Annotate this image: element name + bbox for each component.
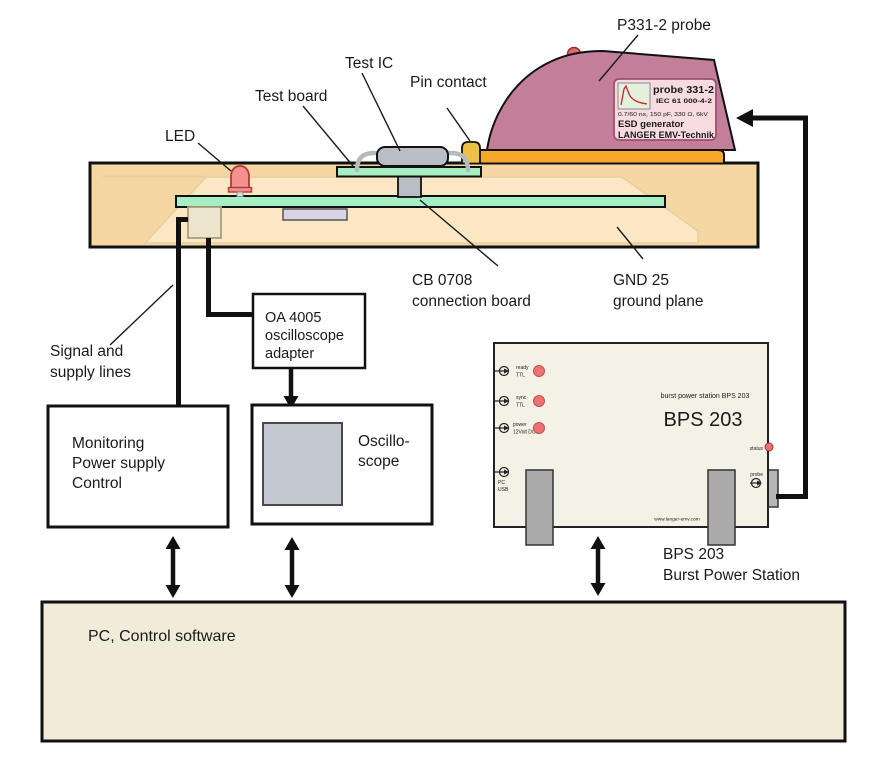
bps-probe-connector [767, 469, 779, 508]
test-board-leader-line [302, 105, 354, 167]
pc-box [40, 600, 847, 743]
probe-plate-standard: IEC 61 000-4-2 [656, 98, 712, 105]
pc-label: PC, Control software [88, 628, 236, 645]
led-callout: LED [165, 128, 195, 145]
probe-plate-type: ESD generator [618, 119, 684, 130]
signal-lines-callout: Signal and [50, 343, 123, 360]
pin-contact-leader-line [446, 107, 471, 142]
adapter-label: adapter [265, 346, 314, 362]
pulse-curve [620, 84, 648, 106]
cb0708-leader-line [419, 199, 499, 267]
led-flange [227, 186, 253, 193]
probe-cable [751, 115, 808, 499]
led-indicator [533, 365, 545, 377]
bps-title: BPS 203 [664, 409, 743, 431]
ground-plane-inner-bevel [143, 176, 699, 244]
probe-callout: P331-2 probe [617, 17, 711, 34]
port-label: power [513, 422, 527, 428]
wire-to-adapter [206, 238, 253, 317]
port-label: TTL [516, 403, 525, 409]
led-leader-line [197, 142, 232, 172]
cb0708-callout: connection board [412, 293, 531, 310]
probe-cable-arrowhead [736, 109, 753, 127]
led-indicator [533, 422, 545, 434]
gnd25-callout: GND 25 [613, 272, 669, 289]
bps-foot-right [707, 469, 736, 546]
status-led [764, 442, 774, 452]
oscilloscope-label: scope [358, 453, 399, 470]
pin-contact-callout: Pin contact [410, 74, 487, 91]
led-indicator [533, 395, 545, 407]
port-label: USB [498, 487, 509, 493]
probe-plate-title: probe 331-2 [653, 84, 714, 96]
probe-base [473, 149, 725, 165]
bps-port-pc-usb: PC USB [494, 466, 510, 493]
bps-probe-port-icon [750, 477, 762, 489]
arrow-oscilloscope-pc [284, 537, 300, 598]
bps-status-label: status [750, 446, 764, 452]
monitoring-label: Power supply [72, 455, 165, 472]
bps-subtitle: burst power station BPS 203 [661, 393, 750, 400]
oscilloscope-screen [262, 422, 343, 506]
wire-to-monitoring [176, 217, 188, 406]
bps-port-sync: sync TTL [494, 395, 545, 409]
adapter-label: oscilloscope [265, 328, 344, 344]
arrow-monitoring-pc [165, 536, 181, 598]
bps-port-power: power 12Volt DC [494, 422, 545, 436]
gnd25-leader-line [616, 226, 644, 260]
monitoring-label: Monitoring [72, 435, 144, 452]
led-component [230, 165, 250, 190]
bps-foot-left [525, 469, 554, 546]
test-board-callout: Test board [255, 88, 327, 105]
led-pin [236, 191, 244, 197]
test-ic-leader-line [361, 72, 401, 152]
cb0708-callout: CB 0708 [412, 272, 472, 289]
signal-lines-leader-line [109, 284, 174, 346]
port-label: ready [516, 365, 529, 371]
probe-plate-specs: 0.7/60 ns, 150 pF, 330 Ω, 6kV [618, 112, 708, 118]
monitoring-label: Control [72, 475, 122, 492]
port-label: PC [498, 480, 505, 486]
test-ic-callout: Test IC [345, 55, 393, 72]
smd-component [282, 208, 348, 221]
test-ic-component [376, 146, 449, 167]
bps-probe-port-label: probe [750, 472, 763, 478]
ic-lead-left [354, 150, 388, 173]
gnd25-callout: ground plane [613, 293, 704, 310]
bps-callout: BPS 203 [663, 546, 724, 563]
arrow-bps-pc [590, 536, 606, 596]
port-label: 12Volt DC [513, 430, 536, 436]
bps-website: www.langer-emv.com [654, 517, 700, 523]
monitoring-box [46, 404, 230, 529]
oscilloscope-adapter-box [251, 292, 367, 370]
bps-port-ready: ready TTL [494, 365, 545, 379]
probe-plate-brand: LANGER EMV-Technik [618, 130, 715, 141]
bps-callout: Burst Power Station [663, 567, 800, 584]
port-label: TTL [516, 373, 525, 379]
ic-lead-right [437, 150, 471, 173]
adapter-label: OA 4005 [265, 310, 321, 326]
board-spacer [397, 174, 422, 198]
port-label: sync [516, 395, 527, 401]
board-connector [187, 206, 222, 239]
probe-leader-line [598, 34, 639, 82]
signal-lines-callout: supply lines [50, 364, 131, 381]
oscilloscope-label: Oscillo- [358, 433, 410, 450]
adapter-to-scope-arrowhead [283, 396, 299, 409]
